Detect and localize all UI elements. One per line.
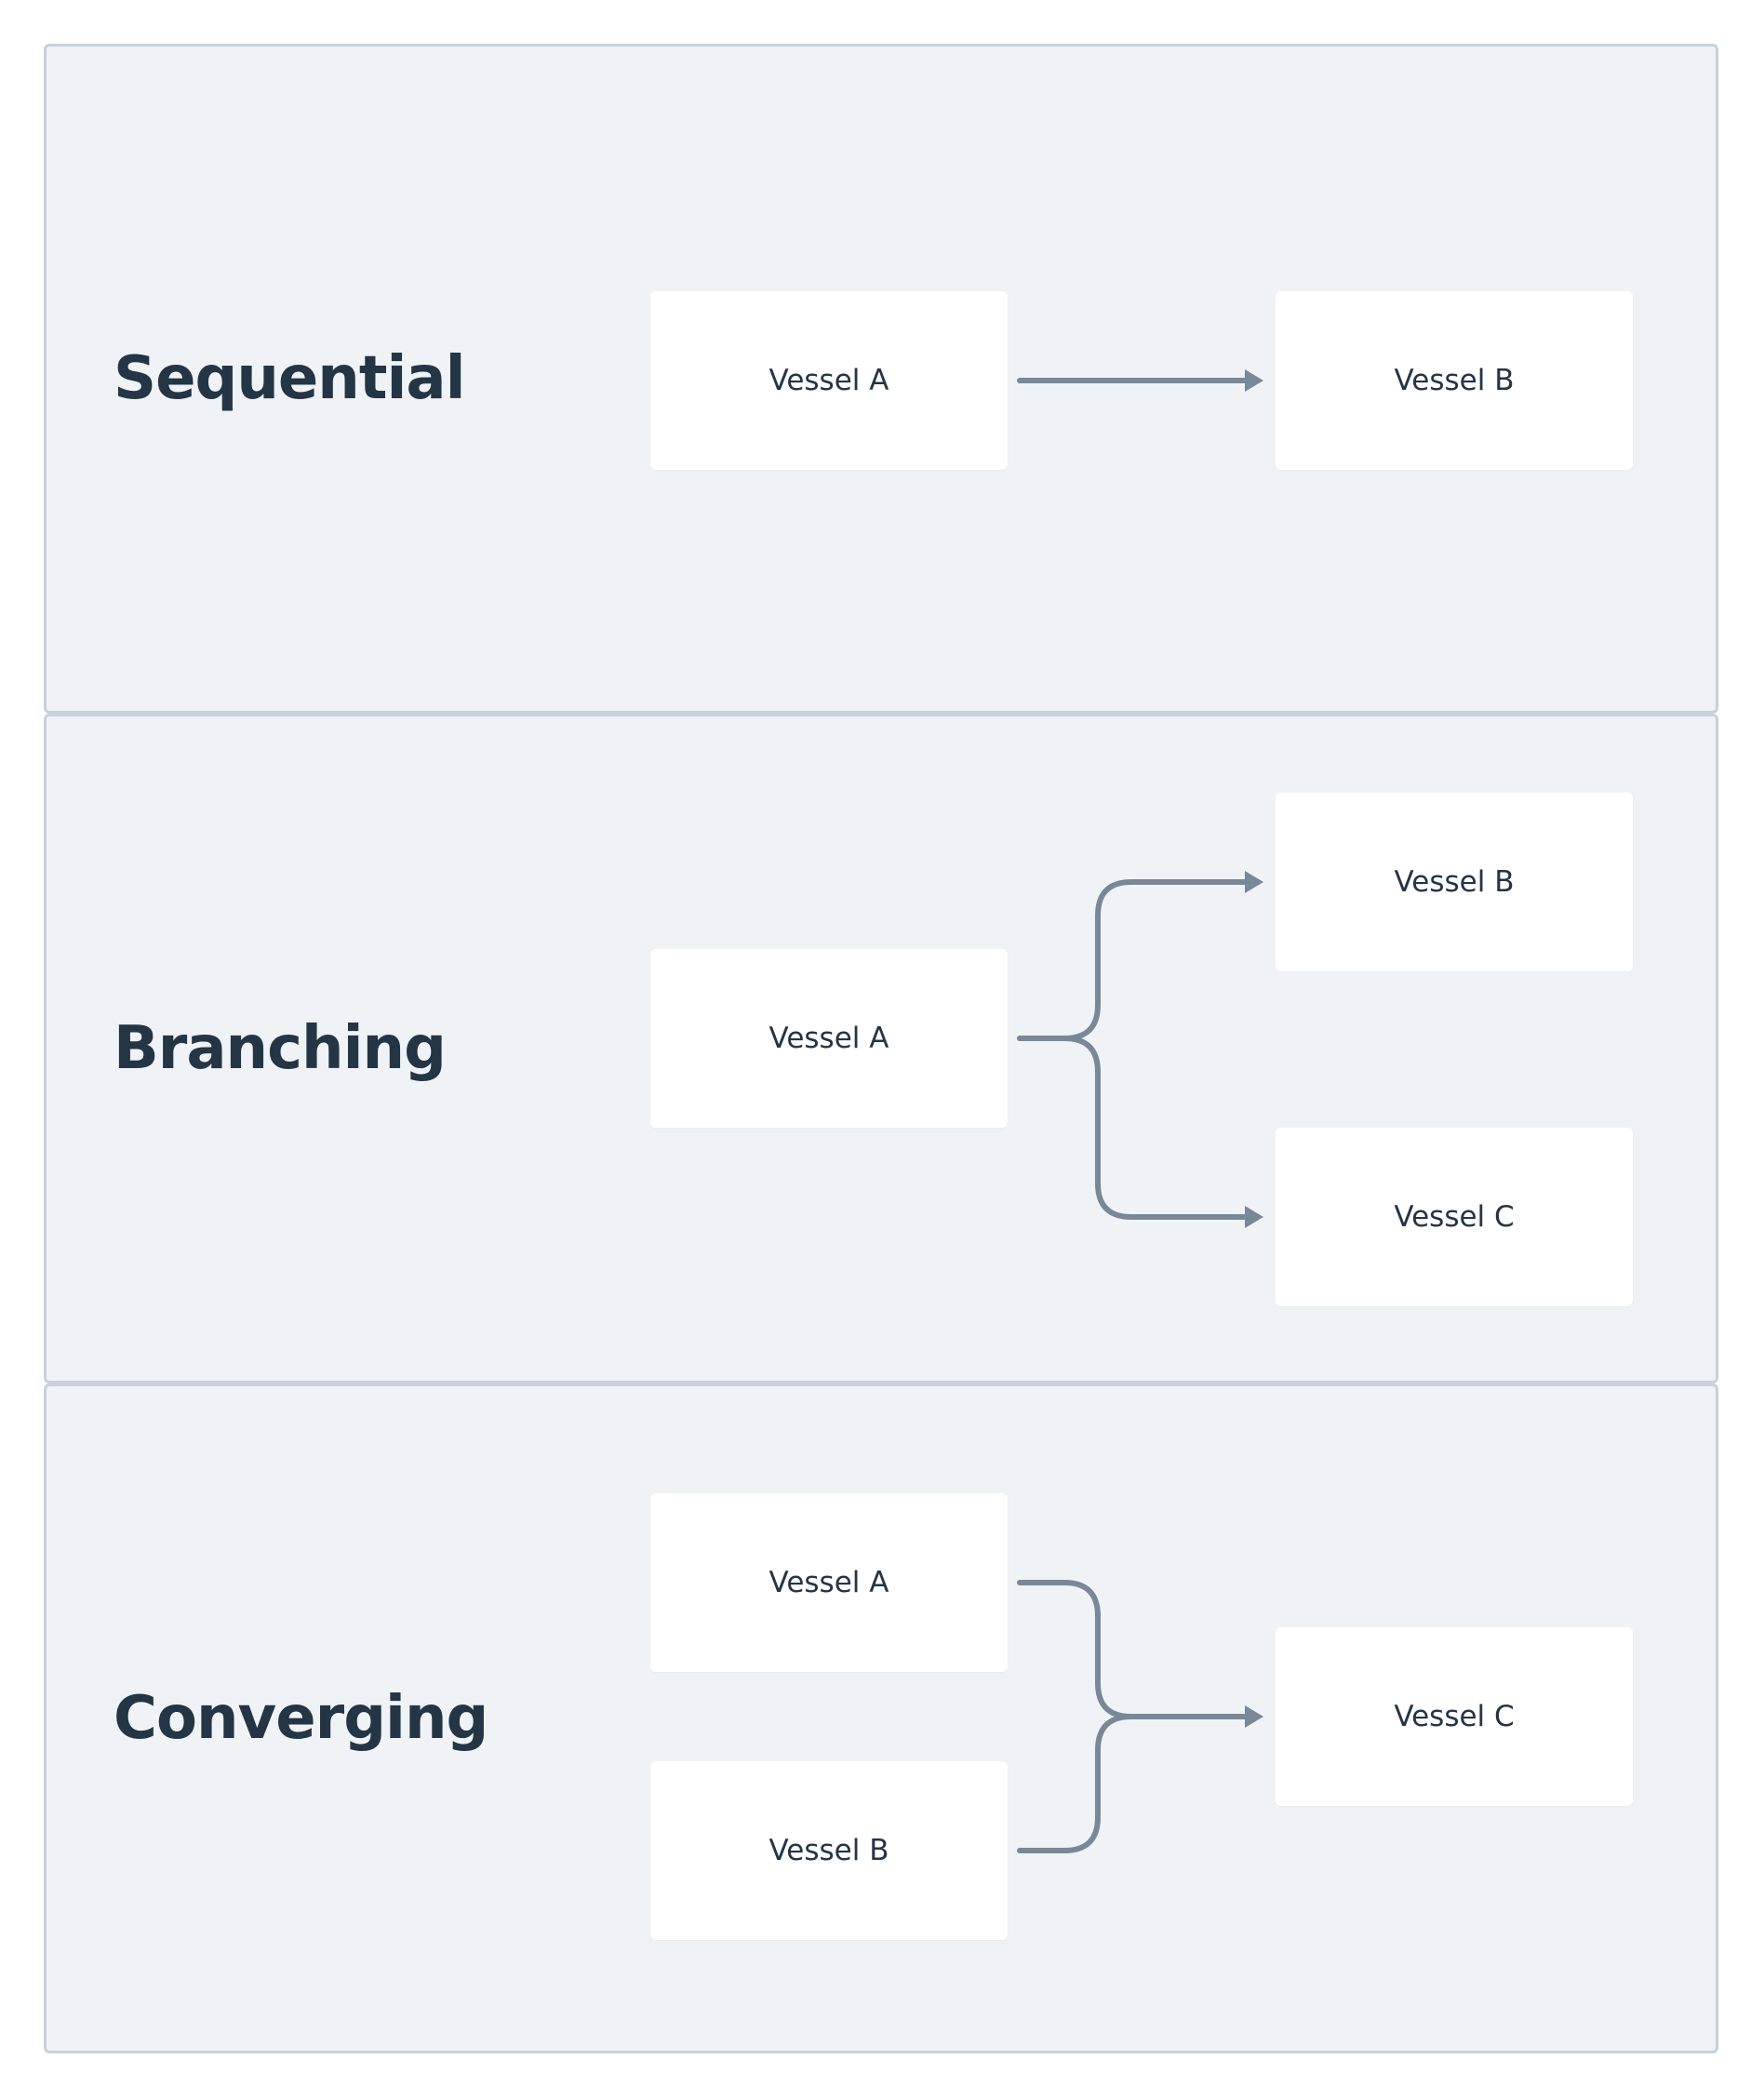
branching-arrow-a-to-b xyxy=(1017,879,1250,1041)
branching-panel: Branching Vessel A Vessel B Vessel C xyxy=(44,714,1718,1384)
converging-vessel-a-node: Vessel A xyxy=(650,1493,1008,1672)
branching-vessel-b-node: Vessel B xyxy=(1276,793,1633,971)
sequential-arrowhead-b xyxy=(1245,369,1263,392)
branching-arrow-a-to-c xyxy=(1017,1036,1250,1220)
converging-vessel-c-node: Vessel C xyxy=(1276,1627,1633,1806)
sequential-vessel-b-node: Vessel B xyxy=(1276,291,1633,470)
converging-arrowhead-c xyxy=(1245,1705,1263,1728)
converging-vessel-b-node: Vessel B xyxy=(650,1761,1008,1940)
converging-title: Converging xyxy=(114,1684,488,1753)
sequential-vessel-a-node: Vessel A xyxy=(650,291,1008,470)
converging-panel: Converging Vessel A Vessel B Vessel C xyxy=(44,1384,1718,2053)
converging-arrow-a-to-c xyxy=(1017,1580,1250,1719)
converging-arrow-b-to-c xyxy=(1017,1714,1250,1853)
sequential-panel: Sequential Vessel A Vessel B xyxy=(44,44,1718,714)
branching-arrowhead-c xyxy=(1245,1206,1263,1228)
sequential-title: Sequential xyxy=(114,344,465,413)
branching-vessel-c-node: Vessel C xyxy=(1276,1128,1633,1306)
branching-vessel-a-node: Vessel A xyxy=(650,949,1008,1128)
branching-arrowhead-b xyxy=(1245,871,1263,893)
branching-title: Branching xyxy=(114,1014,447,1083)
